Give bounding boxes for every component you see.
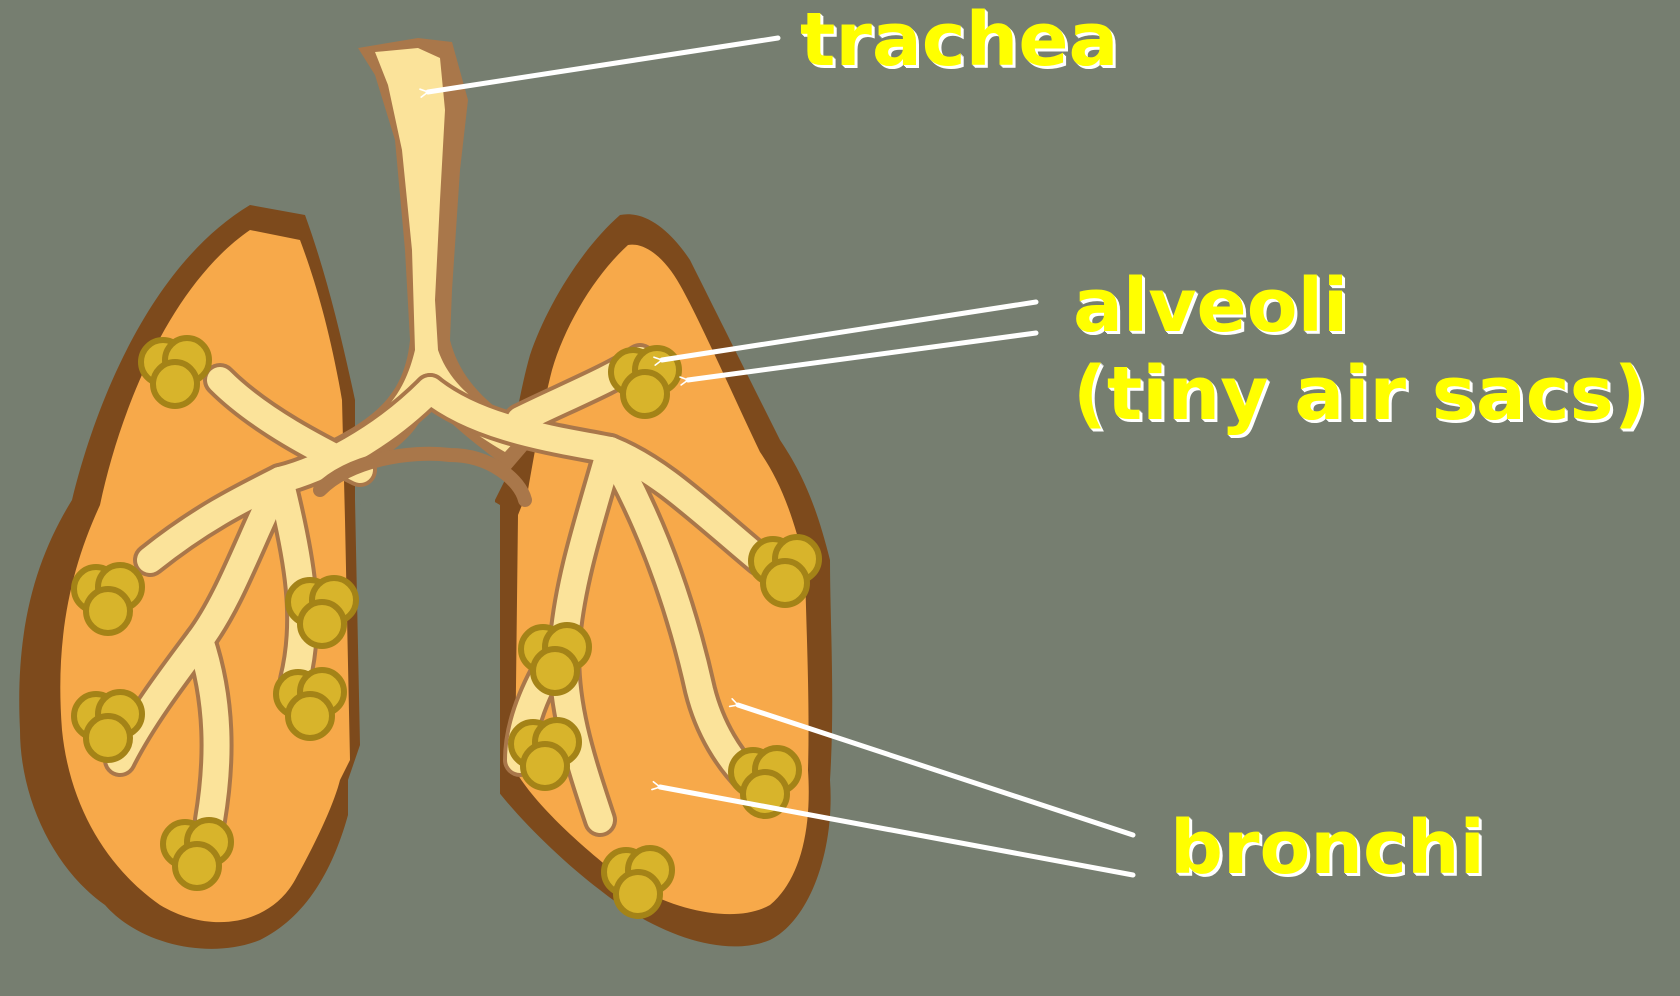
alveolus <box>763 561 807 605</box>
label-alveoli: alveoli <box>1073 268 1348 346</box>
arrow-to-trachea <box>428 38 778 92</box>
heart-space <box>360 486 500 810</box>
alveolus <box>523 744 567 788</box>
alveolus <box>300 602 344 646</box>
label-bronchi: bronchi <box>1170 810 1485 888</box>
alveolus <box>86 716 130 760</box>
alveolus <box>623 372 667 416</box>
label-trachea: trachea <box>800 2 1118 80</box>
alveolus <box>288 694 332 738</box>
alveolus <box>86 589 130 633</box>
arrow-to-alveoli-2 <box>688 333 1036 380</box>
alveolus <box>175 844 219 888</box>
alveolus <box>616 872 660 916</box>
alveolus <box>533 649 577 693</box>
label-alveoli-description: (tiny air sacs) <box>1073 356 1648 434</box>
alveolus <box>153 362 197 406</box>
